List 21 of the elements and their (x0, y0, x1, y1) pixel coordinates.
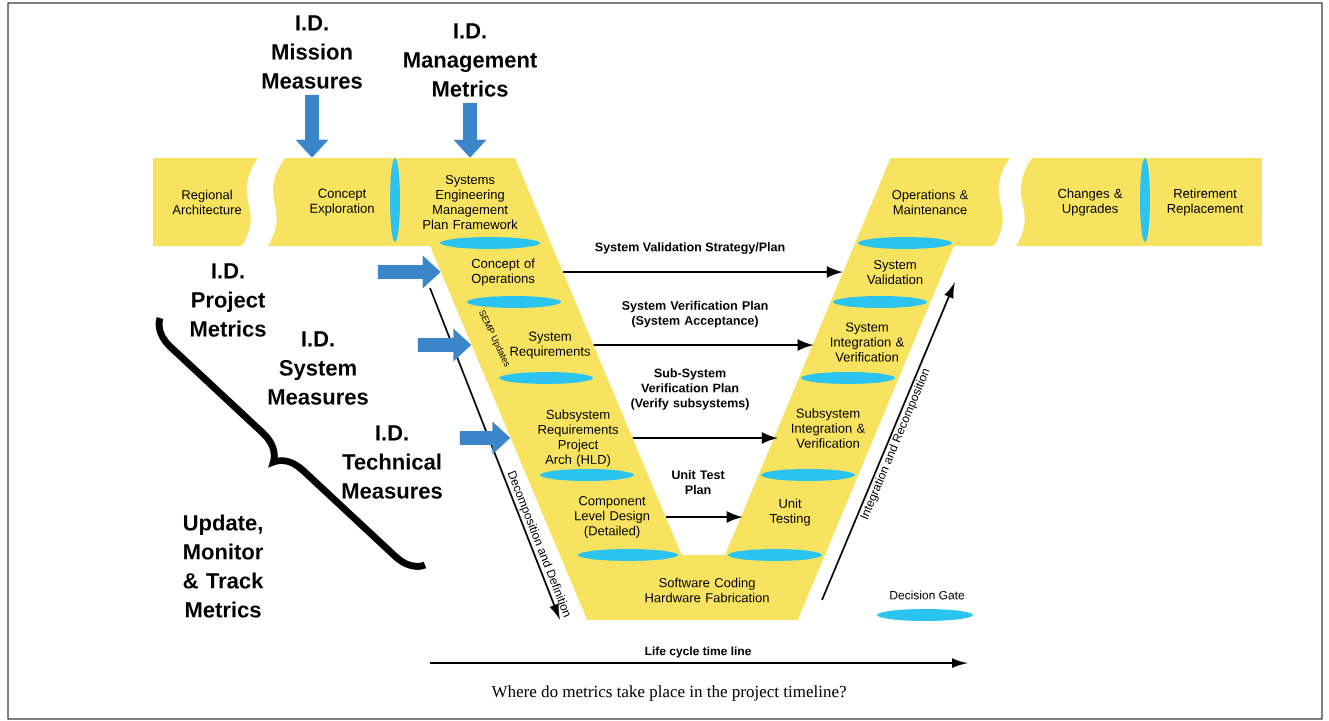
stage-band: Operations & Maintenance (853, 158, 1010, 246)
arrow (665, 511, 740, 523)
edge-label: System Validation Strategy/Plan (593, 240, 787, 256)
axis-label: Life cycle time line (645, 646, 751, 658)
stage-band: Systems Engineering Management Plan Framework (397, 158, 552, 246)
metric-label: I.D. Project Metrics (190, 263, 266, 337)
metric-heading: I.D. Management Metrics (404, 23, 537, 97)
legend-label: Decision Gate (890, 590, 965, 600)
edge-label: System Verification Plan (System Acceptance) (613, 299, 777, 329)
stage-band: Concept Exploration (268, 158, 397, 246)
stage-band: Regional Architecture (153, 158, 258, 246)
caption: Where do metrics take place in the project timeline? (491, 685, 846, 701)
metric-label: I.D. System Measures (268, 331, 368, 405)
stage-band: Retirement Replacement (1146, 158, 1262, 246)
arrow (631, 432, 775, 444)
metric-label: Update, Monitor & Track Metrics (183, 514, 264, 618)
arrow (592, 339, 811, 351)
arrow (562, 266, 840, 278)
metric-heading: I.D. Mission Measures (262, 15, 362, 89)
stage-band: Changes & Upgrades (1016, 158, 1146, 246)
metric-label: I.D. Technical Measures (342, 425, 442, 499)
